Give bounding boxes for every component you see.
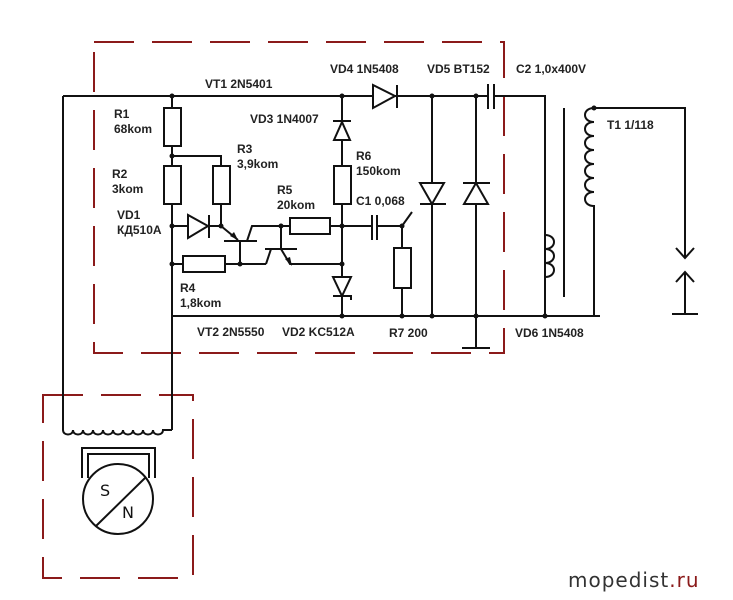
junction <box>399 313 405 319</box>
generator-coil <box>62 429 172 436</box>
c1-label: C1 0,068 <box>356 194 405 208</box>
vd2-label: VD2 KC512A <box>282 325 355 339</box>
junction <box>339 313 345 319</box>
vt1-transistor <box>220 225 282 242</box>
vt2-transistor <box>265 248 342 265</box>
vd5-thyristor <box>418 182 446 207</box>
coil-core <box>81 447 156 478</box>
junction <box>429 313 435 319</box>
cdi-module-boundary <box>93 41 505 354</box>
junction <box>237 261 243 267</box>
t1-secondary-winding <box>584 107 595 316</box>
junction <box>542 313 548 319</box>
magnet-divider <box>95 477 146 527</box>
magnet-rotor <box>82 463 154 535</box>
r5-name: R5 <box>277 183 293 197</box>
junction <box>169 261 175 267</box>
magnet-south-label: S <box>100 481 110 500</box>
vt1-label: VT1 2N5401 <box>205 77 273 91</box>
r6-value: 150kom <box>356 164 401 178</box>
spark-gap-upper <box>675 247 695 260</box>
r6-resistor <box>333 165 352 205</box>
t1-label: T1 1/118 <box>607 118 654 132</box>
r6-name: R6 <box>356 149 372 163</box>
r3-name: R3 <box>237 142 253 156</box>
r5-resistor <box>289 217 331 235</box>
r1-resistor <box>163 107 182 147</box>
r1-value: 68kom <box>114 122 152 136</box>
vd6-label: VD6 1N5408 <box>515 326 584 340</box>
vd5-label: VD5 BT152 <box>427 62 490 76</box>
vd3-label: VD3 1N4007 <box>250 112 319 126</box>
vt2-label: VT2 2N5550 <box>197 325 265 339</box>
watermark: mopedist.ru <box>568 568 700 592</box>
vt1-arrow <box>230 232 238 240</box>
t1-primary-winding <box>544 234 555 278</box>
junction <box>473 313 479 319</box>
watermark-domain: mopedist <box>568 568 669 592</box>
generator-boundary <box>42 394 194 579</box>
vd1-diode <box>187 213 211 240</box>
r7-label: R7 200 <box>389 326 428 340</box>
r7-resistor <box>393 247 412 289</box>
junction <box>169 93 175 99</box>
junction <box>339 261 345 267</box>
c1-capacitor <box>371 215 378 240</box>
vd6-branch <box>462 96 490 349</box>
vd4-diode <box>372 83 398 110</box>
r4-value: 1,8kom <box>180 296 221 310</box>
r2-value: 3kom <box>112 182 143 196</box>
c2-capacitor <box>487 84 495 109</box>
junction <box>169 223 175 229</box>
r3-leads <box>172 155 222 226</box>
r2-resistor <box>163 165 182 205</box>
vd6-diode <box>462 180 490 205</box>
vt2-arrow <box>285 257 292 266</box>
r3-resistor <box>212 165 231 205</box>
junction <box>278 223 284 229</box>
c2-label: C2 1,0x400V <box>516 62 586 76</box>
vd1-name: VD1 <box>117 208 141 222</box>
r2-name: R2 <box>112 167 128 181</box>
vd4-label: VD4 1N5408 <box>330 62 399 76</box>
vd2-bar <box>333 295 352 300</box>
junction <box>429 93 435 99</box>
r5-value: 20kom <box>277 198 315 212</box>
spark-gap-lower <box>672 270 698 315</box>
r1-name: R1 <box>114 107 130 121</box>
top-rail <box>63 95 546 285</box>
r3-value: 3,9kom <box>237 157 278 171</box>
watermark-tld: .ru <box>669 568 699 592</box>
r4-name: R4 <box>180 281 196 295</box>
vd1-value: КД510А <box>117 223 162 237</box>
vd3-diode <box>332 119 352 141</box>
magnet-north-label: N <box>122 503 134 522</box>
junction <box>339 93 345 99</box>
hv-lead <box>594 107 686 258</box>
vd2-zener <box>331 276 353 299</box>
r4-resistor <box>182 255 226 273</box>
